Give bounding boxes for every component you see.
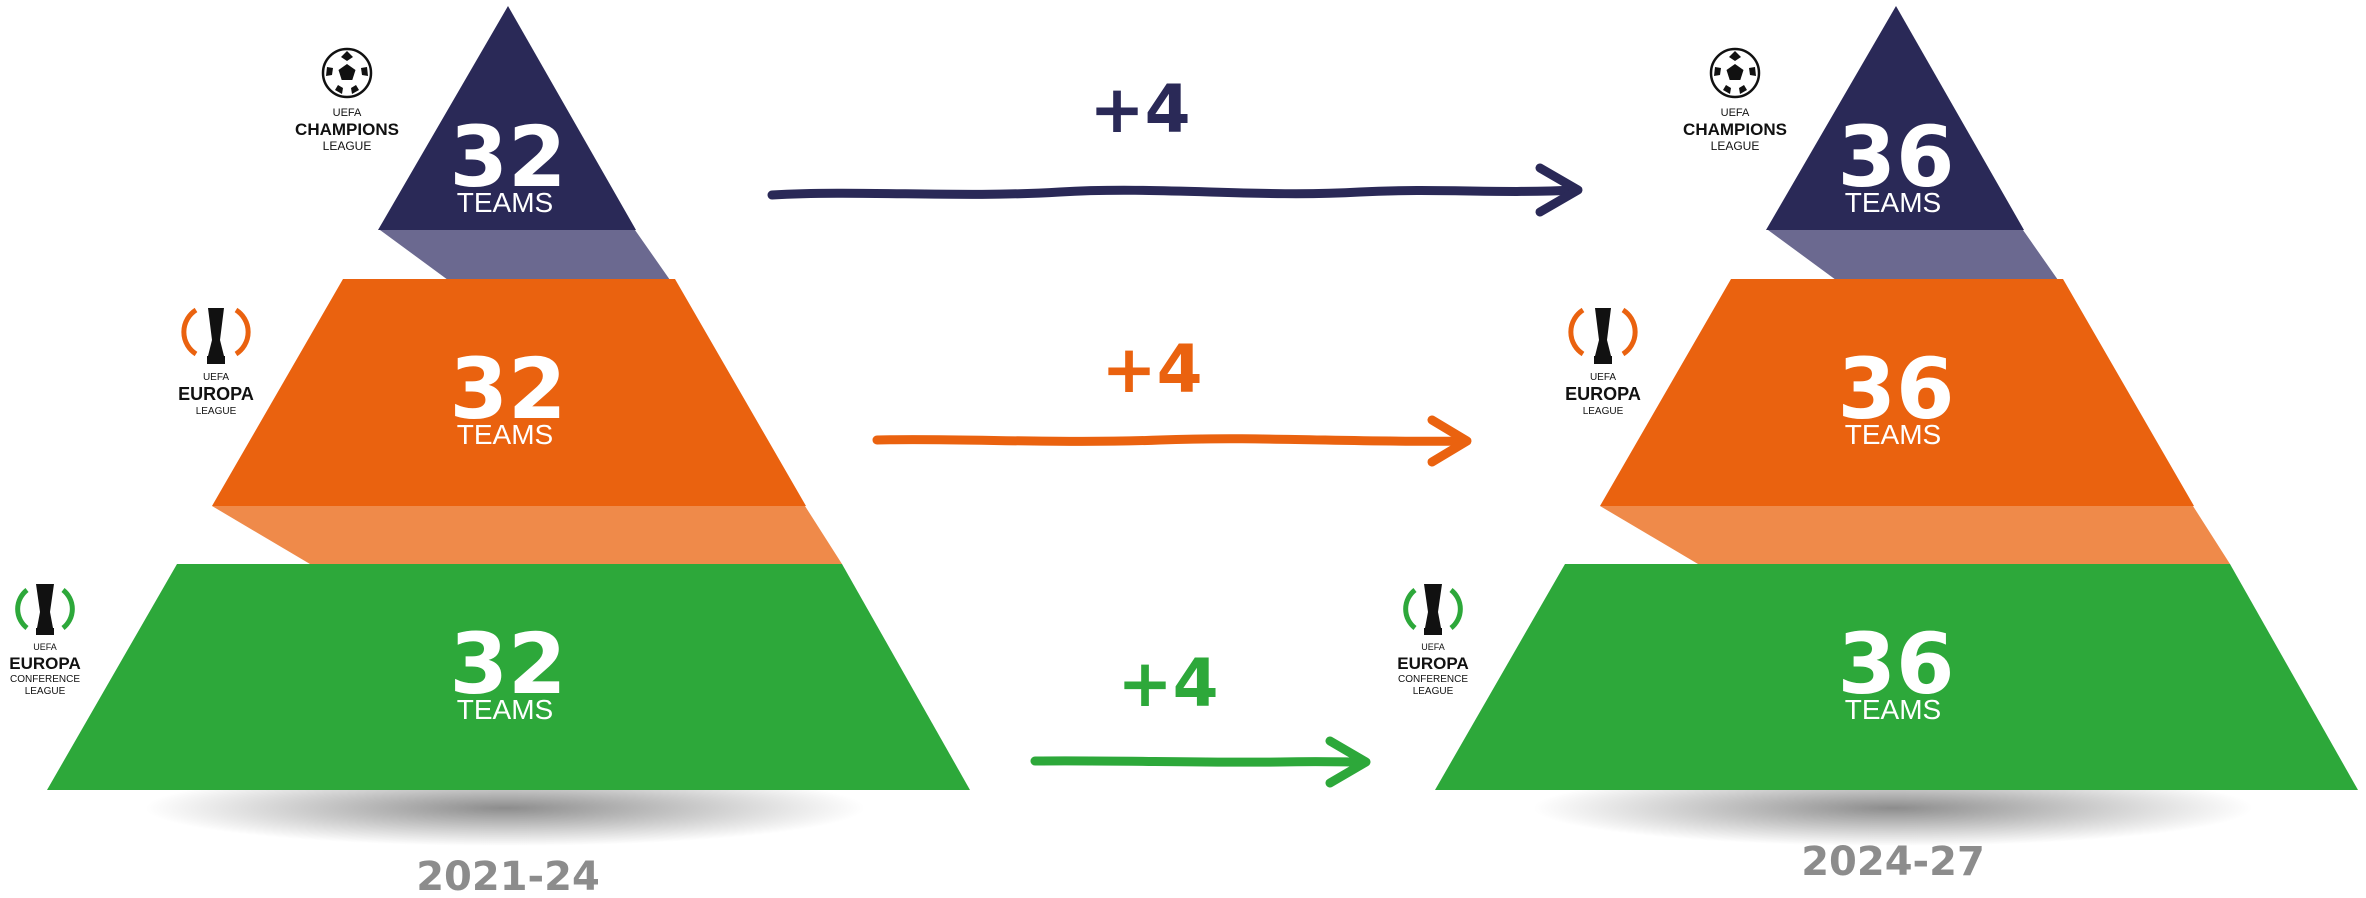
right-champions-uefa: UEFA [1721,107,1750,119]
right-conference-sub: CONFERENCE [1398,674,1468,685]
europa-arrowhead-icon [1427,415,1472,467]
left-champions-link [380,230,670,280]
right-europa-name: EUROPA [1565,384,1641,404]
right-europa-uefa: UEFA [1590,372,1616,383]
right-conference-unit: TEAMS [1845,694,1941,725]
left-period-label: 2021-24 [416,854,600,898]
left-europa-count: 32 [450,340,567,438]
left-europa-league: LEAGUE [196,406,237,417]
left-conference-sub: CONFERENCE [10,674,80,685]
right-champions-league: LEAGUE [1711,139,1760,153]
right-europa-tier [1600,279,2194,506]
champions-change: +4 [767,71,1583,217]
left-europa-uefa: UEFA [203,372,229,383]
left-champions-uefa: UEFA [333,107,362,119]
europa-trophy-icon [181,307,251,364]
right-europa-count: 36 [1838,340,1955,438]
left-conference-unit: TEAMS [457,694,553,725]
champions-change-label: +4 [1089,71,1190,148]
left-champions-name: CHAMPIONS [295,120,399,139]
right-period-label: 2024-27 [1801,839,1985,885]
right-champions-count: 36 [1838,108,1955,206]
left-conference-tier [47,564,970,790]
right-champions-tier [1766,6,2024,230]
right-conference-uefa: UEFA [1421,642,1445,652]
left-europa-logo: UEFA EUROPA LEAGUE [178,307,254,417]
left-champions-logo: UEFA CHAMPIONS LEAGUE [295,47,399,153]
left-europa-name: EUROPA [178,384,254,404]
right-conference-count: 36 [1838,615,1955,713]
right-conference-league: LEAGUE [1413,686,1454,697]
europa-trophy-icon [1568,307,1638,364]
left-conference-league: LEAGUE [25,686,66,697]
left-conference-count: 32 [450,615,567,713]
left-conference-uefa: UEFA [33,642,57,652]
conference-trophy-icon [1403,584,1463,635]
champions-arrowhead-icon [1535,163,1583,217]
right-champions-name: CHAMPIONS [1683,120,1787,139]
conference-change-label: +4 [1117,645,1218,722]
left-europa-link [212,506,842,564]
europa-arrow-icon [872,434,1470,446]
champions-arrow-icon [767,185,1580,200]
right-conference-tier [1435,564,2358,790]
left-champions-league: LEAGUE [323,139,372,153]
europa-change: +4 [872,331,1472,467]
right-conference-logo: UEFA EUROPA CONFERENCE LEAGUE [1397,584,1469,697]
right-champions-link [1768,230,2058,280]
right-conference-name: EUROPA [1397,654,1468,673]
right-europa-league: LEAGUE [1583,406,1624,417]
right-europa-link [1600,506,2230,564]
left-champions-unit: TEAMS [457,187,553,218]
left-europa-tier [212,279,806,506]
starball-icon [321,47,373,99]
europa-change-label: +4 [1101,331,1202,408]
conference-trophy-icon [15,584,75,635]
right-champions-logo: UEFA CHAMPIONS LEAGUE [1683,47,1787,153]
conference-arrow-icon [1030,756,1369,767]
right-champions-unit: TEAMS [1845,187,1941,218]
left-conference-name: EUROPA [9,654,80,673]
conference-arrowhead-icon [1325,736,1371,788]
starball-icon [1709,47,1761,99]
left-pyramid: 32 TEAMS 32 TEAMS 32 TEAMS 2021-24 [47,6,970,898]
left-conference-logo: UEFA EUROPA CONFERENCE LEAGUE [9,584,81,697]
left-champions-tier [378,6,636,230]
right-pyramid: 36 TEAMS 36 TEAMS 36 TEAMS 2024-27 [1435,6,2358,885]
left-champions-count: 32 [450,108,567,206]
conference-change: +4 [1030,645,1371,788]
right-europa-logo: UEFA EUROPA LEAGUE [1565,307,1641,417]
left-europa-unit: TEAMS [457,419,553,450]
right-europa-unit: TEAMS [1845,419,1941,450]
